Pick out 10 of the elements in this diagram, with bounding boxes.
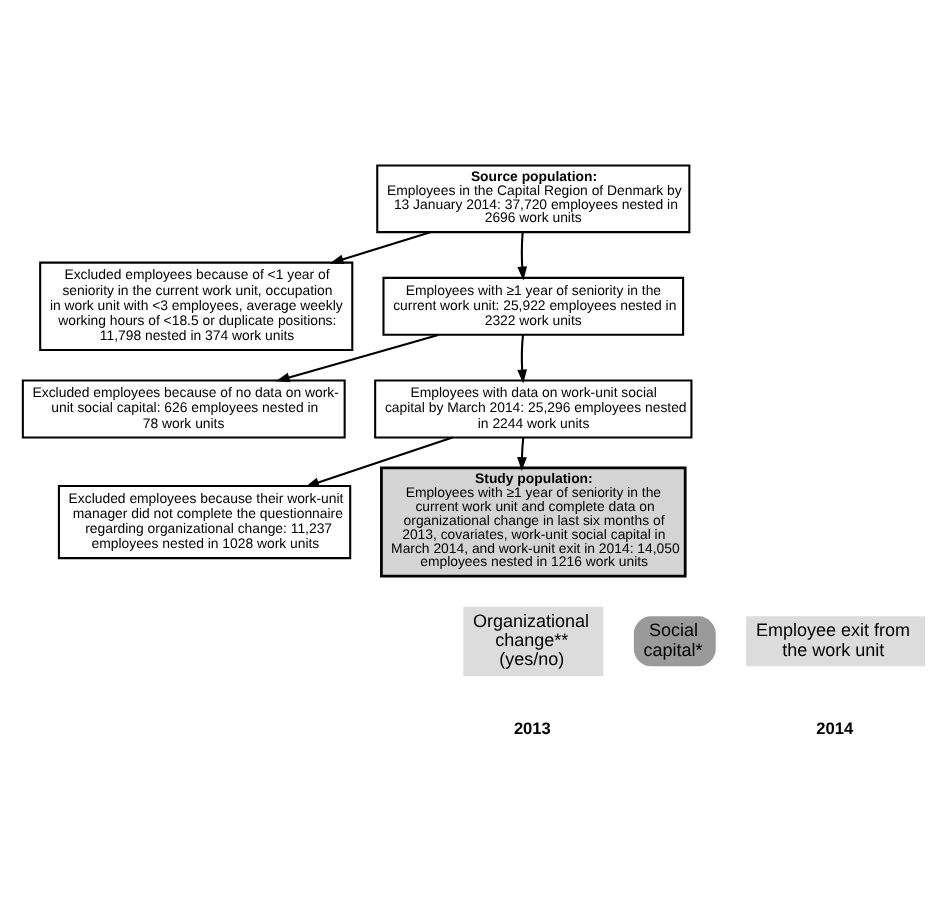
label: 2014 <box>816 717 854 738</box>
arrow <box>517 231 528 280</box>
arrow <box>517 333 527 383</box>
label: 2013 <box>513 717 551 738</box>
arrow <box>517 436 527 470</box>
node-box: Social capital* <box>633 615 716 666</box>
node-box: Organizational change** (yes/no) <box>463 605 604 675</box>
node-box: Employee exit from the work unit <box>746 615 926 666</box>
arrow <box>329 230 431 263</box>
arrow <box>275 332 439 382</box>
